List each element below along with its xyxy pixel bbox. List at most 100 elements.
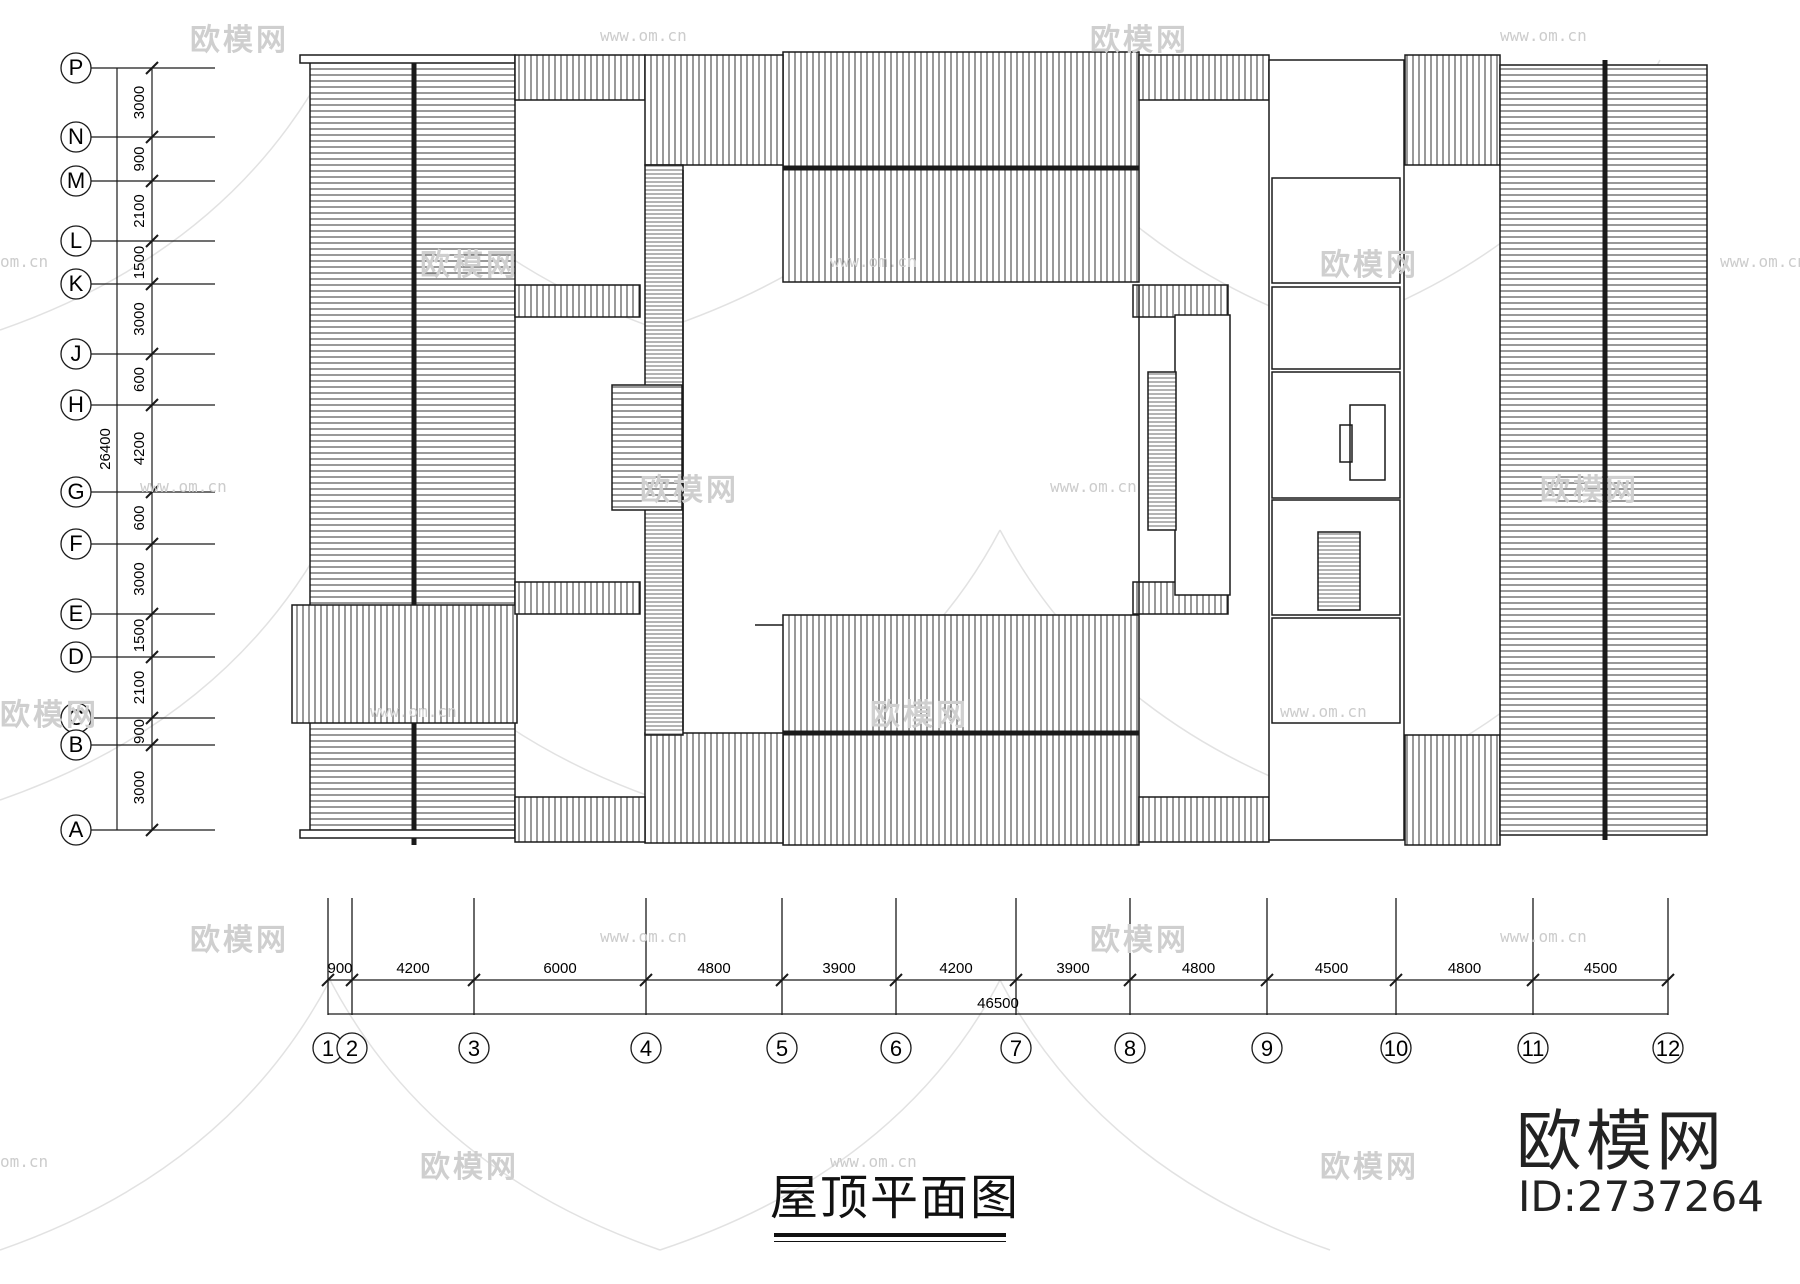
dim-tick <box>1389 973 1403 987</box>
column-dimension-text: 4500 <box>1584 960 1617 977</box>
axis-label: 4 <box>640 1036 652 1061</box>
watermark-url: om.cn <box>0 252 49 271</box>
dim-tick <box>145 738 159 752</box>
row-dimension-text: 3000 <box>131 86 148 119</box>
column-total-dimension: 46500 <box>977 995 1019 1012</box>
column-axis-8: 8 <box>1114 898 1146 1064</box>
axis-bubble <box>1000 1032 1032 1064</box>
east-gate-steps <box>1147 371 1177 531</box>
south-corridor-roof-mid <box>644 732 784 844</box>
axis-label: 3 <box>468 1036 480 1061</box>
axis-bubble <box>1251 1032 1283 1064</box>
watermark: 欧模网 <box>420 1150 519 1185</box>
south-corridor-roof-right <box>1138 796 1270 843</box>
dim-tick <box>889 973 903 987</box>
column-dimension-text: 3900 <box>822 960 855 977</box>
north-corridor-roof-left <box>514 54 646 101</box>
row-axis-A: A <box>60 814 215 846</box>
axis-label: J <box>71 341 82 366</box>
dim-tick <box>145 234 159 248</box>
watermark: 欧模网 <box>1540 473 1639 508</box>
axis-bubble <box>766 1032 798 1064</box>
axis-label: M <box>67 168 85 193</box>
east-room-5 <box>1271 617 1401 724</box>
brand-logo-text: 欧模网 <box>1516 1103 1726 1180</box>
west-hall-ridge-top <box>299 54 516 64</box>
column-axis-6: 6 <box>880 898 912 1064</box>
watermark-url: www.om.cn <box>600 927 687 946</box>
axis-label: 8 <box>1124 1036 1136 1061</box>
row-axis-F: F <box>60 528 215 560</box>
axis-label: B <box>69 732 84 757</box>
watermark: 欧模网 <box>1090 23 1189 58</box>
row-dimension-text: 1500 <box>131 619 148 652</box>
column-axis-3: 3 <box>458 898 490 1064</box>
dim-tick <box>1526 973 1540 987</box>
column-axis-12: 12 <box>1652 898 1684 1064</box>
watermark: 欧模网 <box>640 473 739 508</box>
dim-tick <box>145 537 159 551</box>
axis-label: E <box>69 601 84 626</box>
dim-tick <box>145 485 159 499</box>
southeast-wing-roof <box>1404 734 1501 846</box>
column-axis-2: 2 <box>336 898 368 1064</box>
west-hall-ridge-bottom <box>299 829 516 839</box>
axis-label: L <box>70 228 82 253</box>
row-dimension-text: 2100 <box>131 671 148 704</box>
south-hall-roof <box>782 614 1140 846</box>
axis-bubble <box>336 1032 368 1064</box>
axis-label: F <box>69 531 82 556</box>
row-dimension-text: 3000 <box>131 771 148 804</box>
axis-label: K <box>69 271 84 296</box>
watermark: 欧模网 <box>1090 923 1189 958</box>
watermark-url: www.om.cn <box>370 702 457 721</box>
west-hall-porch-roof <box>291 604 518 724</box>
row-dimension-text: 1500 <box>131 246 148 279</box>
dim-tick <box>145 823 159 837</box>
row-axis-L: L <box>60 225 215 257</box>
east-room-1 <box>1271 177 1401 284</box>
west-gate-roof <box>611 384 683 511</box>
watermark-url: www.om.cn <box>1500 927 1587 946</box>
axis-bubble <box>630 1032 662 1064</box>
drawing-title: 屋顶平面图 <box>770 1170 1021 1226</box>
axis-bubble <box>1380 1032 1412 1064</box>
dim-tick <box>1123 973 1137 987</box>
row-total-dimension: 26400 <box>97 428 114 470</box>
title-underline <box>774 1241 1006 1242</box>
watermark-url: www.om.cn <box>830 1152 917 1171</box>
watermark-url: www.om.cn <box>140 477 227 496</box>
row-axis-K: K <box>60 268 215 300</box>
column-dimension-text: 4800 <box>1182 960 1215 977</box>
northeast-wing-roof <box>1404 54 1501 166</box>
row-dimension-text: 900 <box>131 146 148 171</box>
axis-label: 9 <box>1261 1036 1273 1061</box>
north-corridor-roof-right <box>1138 54 1270 101</box>
dim-tick <box>145 711 159 725</box>
dim-tick <box>775 973 789 987</box>
dim-tick <box>145 650 159 664</box>
brand-id: ID:2737264 <box>1518 1172 1764 1221</box>
axis-label: 11 <box>1522 1036 1545 1061</box>
roof-plan <box>291 51 1708 846</box>
axis-label: N <box>68 124 84 149</box>
column-dimension-text: 900 <box>327 960 352 977</box>
watermark: 欧模网 <box>1320 248 1419 283</box>
south-corridor-roof-left <box>514 796 646 843</box>
axis-label: G <box>67 479 84 504</box>
dim-tick <box>1260 973 1274 987</box>
row-axis-C: C <box>60 702 215 734</box>
watermark: 欧模网 <box>0 698 99 733</box>
axis-label: 12 <box>1656 1036 1680 1061</box>
row-dimension-text: 3000 <box>131 562 148 595</box>
watermark: 欧模网 <box>420 248 519 283</box>
northeast-link-roof <box>1132 284 1229 318</box>
north-corridor-roof-mid <box>644 54 784 166</box>
axis-label: P <box>69 55 84 80</box>
dim-tick <box>145 130 159 144</box>
northwest-link-roof <box>514 284 641 318</box>
watermark-url: www.om.cn <box>1280 702 1367 721</box>
dim-tick <box>1661 973 1675 987</box>
watermark-url: www.om.cn <box>600 26 687 45</box>
